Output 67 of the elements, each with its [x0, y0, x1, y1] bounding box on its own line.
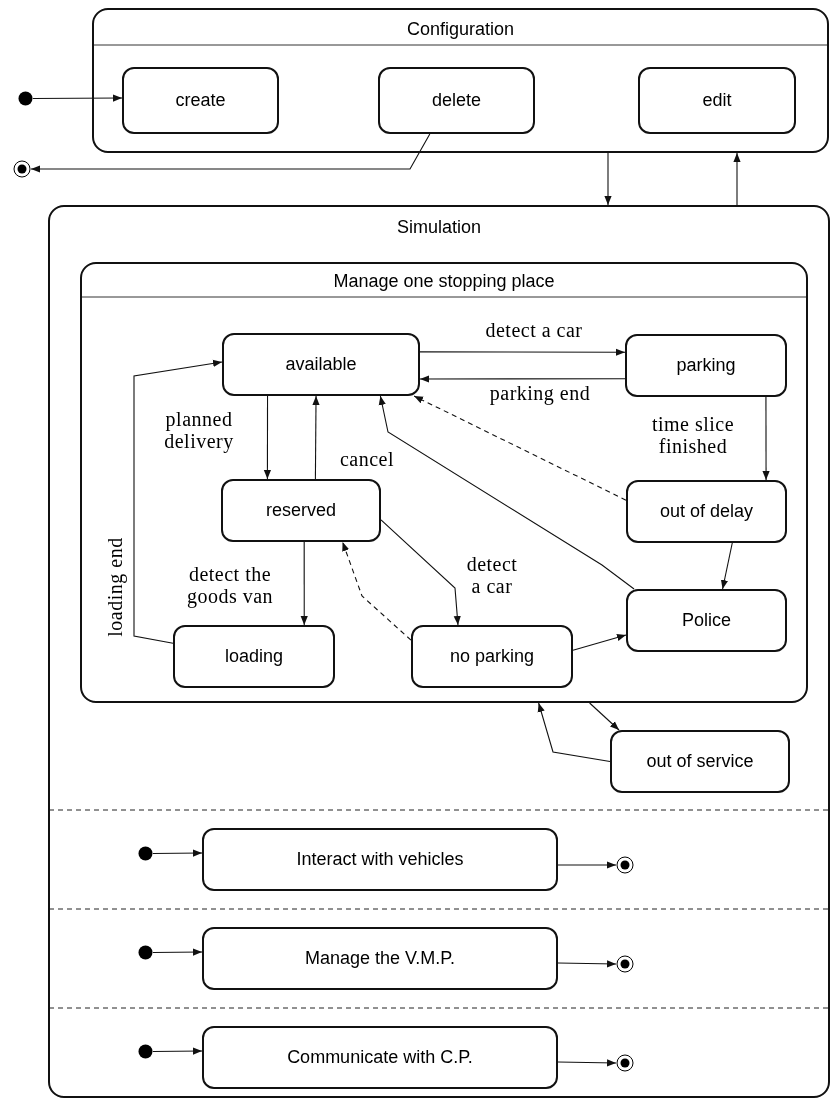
state-box [378, 67, 535, 134]
state-box [626, 480, 787, 543]
transition-arrow [720, 542, 733, 590]
transition-arrow [572, 634, 627, 651]
state-label: no parking [449, 646, 535, 667]
transition-arrow [30, 133, 431, 173]
transition-arrow [300, 541, 308, 626]
state-title: Manage one stopping place [333, 271, 555, 292]
transition-arrow [152, 849, 203, 857]
final-state [616, 1054, 634, 1072]
transition-arrow [762, 396, 770, 481]
transition-arrow [152, 1047, 203, 1055]
transition-arrow [263, 395, 271, 480]
transition-arrow [557, 960, 617, 968]
transition-arrow [413, 395, 627, 501]
state-label: Communicate with C.P. [287, 1047, 473, 1068]
transition-arrow [152, 948, 203, 956]
transition-arrow [378, 395, 635, 590]
transition-arrow [419, 348, 626, 356]
final-state [616, 955, 634, 973]
composite-state [48, 205, 830, 1098]
initial-state [138, 1044, 153, 1059]
transition-arrow [604, 152, 612, 206]
transition-arrow [733, 152, 741, 206]
state-label: available [285, 354, 357, 375]
state-label: delete [431, 90, 481, 111]
transition-arrow [342, 541, 412, 641]
state-box [202, 1026, 558, 1089]
state-box [638, 67, 796, 134]
composite-state [80, 262, 808, 703]
initial-state [138, 945, 153, 960]
state-label: reserved [266, 500, 336, 521]
transition-arrow [589, 702, 620, 731]
transition-arrow [537, 702, 611, 763]
state-label: edit [702, 90, 732, 111]
state-label: loading [224, 646, 284, 667]
initial-state [18, 91, 33, 106]
state-box [610, 730, 790, 793]
final-state [13, 160, 31, 178]
state-box [173, 625, 335, 688]
state-box [202, 927, 558, 990]
composite-state [92, 8, 829, 153]
state-title: Simulation [396, 217, 481, 238]
state-box [626, 589, 787, 652]
state-label: create [175, 90, 226, 111]
state-box [222, 333, 420, 396]
state-title: Configuration [406, 19, 515, 40]
state-label: Manage the V.M.P. [304, 948, 456, 969]
state-box [411, 625, 573, 688]
state-label: Police [682, 610, 731, 631]
transition-arrow [133, 359, 223, 644]
final-state [616, 856, 634, 874]
state-label: out of service [646, 751, 754, 772]
initial-state [138, 846, 153, 861]
state-label: parking [676, 355, 736, 376]
transition-arrow [419, 375, 626, 383]
state-box [625, 334, 787, 397]
transition-arrow [557, 861, 617, 869]
state-box [202, 828, 558, 891]
transition-arrow [32, 94, 123, 102]
state-label: out of delay [659, 501, 754, 522]
state-box [122, 67, 279, 134]
state-box [221, 479, 381, 542]
transition-arrow [312, 395, 320, 480]
state-label: Interact with vehicles [296, 849, 464, 870]
transition-arrow [380, 519, 461, 626]
transition-arrow [557, 1059, 617, 1067]
